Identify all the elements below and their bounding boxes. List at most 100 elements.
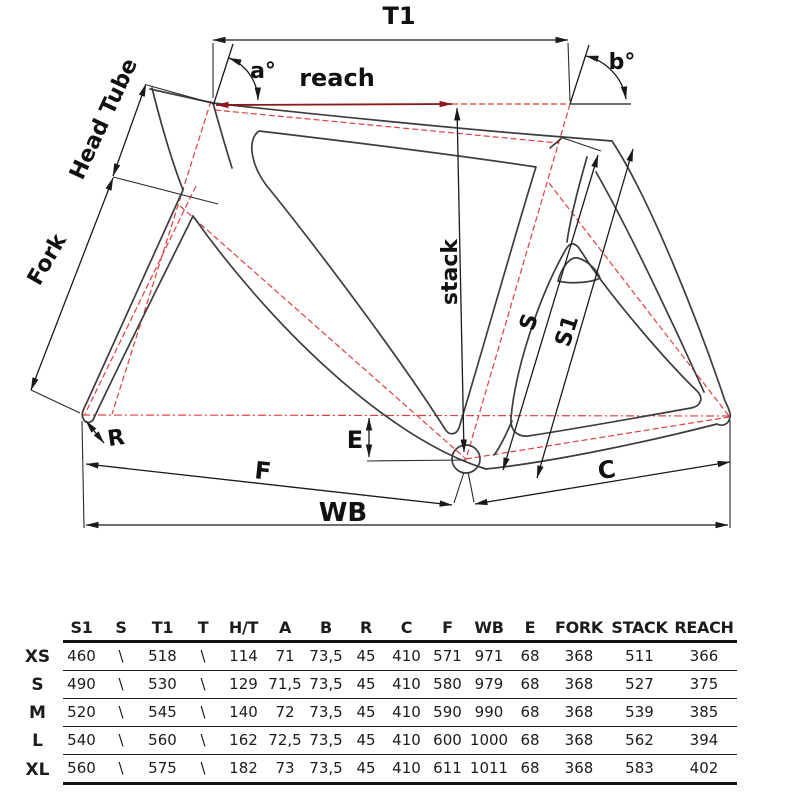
angle-b-ray [569, 44, 590, 105]
angle-a-ray [213, 43, 234, 104]
size-label: L [32, 730, 43, 751]
table-cell: \ [100, 671, 142, 699]
seat-tube-axis [465, 103, 571, 460]
table-cell: 545 [142, 699, 183, 727]
seat-tube-s1-dimension [536, 148, 634, 479]
table-cell: 979 [468, 671, 510, 699]
table-cell: \ [183, 643, 223, 671]
bb-extension-f [453, 471, 465, 504]
column-header: WB [468, 616, 510, 643]
table-cell: 571 [427, 643, 468, 671]
column-header: T1 [142, 616, 183, 643]
table-cell: \ [100, 643, 142, 671]
table-cell: 511 [608, 643, 671, 671]
angle-a-label: a° [250, 59, 276, 84]
front-axle-extension [81, 420, 85, 529]
bb-drop-label: E [347, 426, 363, 454]
table-cell: 600 [427, 727, 468, 755]
rake-dimension [85, 420, 105, 444]
table-cell: 73,5 [306, 727, 346, 755]
column-header: C [386, 616, 427, 643]
table-cell: \ [183, 699, 223, 727]
main-triangle-window [251, 130, 537, 435]
table-cell: 410 [386, 727, 427, 755]
stack-label: stack [438, 238, 463, 305]
table-cell: 490 [63, 671, 100, 699]
table-cell: 73,5 [306, 643, 346, 671]
column-header: H/T [223, 616, 264, 643]
headtube-top-extension [146, 84, 216, 105]
table-cell: \ [183, 755, 223, 785]
table-cell: 583 [608, 755, 671, 785]
table-cell: 366 [671, 643, 737, 671]
table-cell: 410 [386, 643, 427, 671]
axis-skeleton-red-lines [81, 100, 731, 460]
front-center-dimension [85, 462, 453, 507]
head-tube-front-edge [151, 87, 184, 191]
table-cell: 129 [223, 671, 264, 699]
headtube-bottom-extension [112, 176, 219, 205]
table-cell: 182 [223, 755, 264, 785]
table-cell: 45 [346, 671, 386, 699]
table-cell: \ [100, 699, 142, 727]
table-cell: 394 [671, 727, 737, 755]
table-cell: 114 [223, 643, 264, 671]
top-tube-axis [214, 109, 559, 144]
table-cell: 71,5 [264, 671, 306, 699]
table-cell: 560 [63, 755, 100, 785]
wheelbase-label: WB [319, 498, 368, 528]
extension-lines [30, 42, 731, 529]
column-header: R [346, 616, 386, 643]
table-cell: 73,5 [306, 671, 346, 699]
s1-label: S1 [551, 312, 584, 349]
table-cell: 368 [550, 643, 608, 671]
down-tube-lower-edge [192, 215, 487, 470]
table-cell: 590 [427, 699, 468, 727]
table-cell: 611 [427, 755, 468, 785]
table-cell: 971 [468, 643, 510, 671]
size-column-header [12, 618, 63, 642]
t1-label: T1 [382, 2, 415, 30]
table-cell: 368 [550, 671, 608, 699]
chainstay-label: C [596, 455, 618, 485]
table-cell: 368 [550, 727, 608, 755]
rake-label: R [106, 425, 126, 452]
column-header: T [183, 616, 223, 643]
table-cell: 375 [671, 671, 737, 699]
table-cell: 45 [346, 755, 386, 785]
seat-tube-dimension [502, 154, 599, 471]
fork-dimension [30, 177, 114, 391]
s-label: S [515, 311, 544, 334]
stack-dimension [454, 107, 467, 453]
size-label: S [31, 674, 44, 695]
fork-blade [81, 189, 194, 424]
table-cell: 460 [63, 643, 100, 671]
table-cell: 45 [346, 643, 386, 671]
table-cell: \ [183, 671, 223, 699]
table-cell: 990 [468, 699, 510, 727]
table-cell: 72,5 [264, 727, 306, 755]
column-header: F [427, 616, 468, 643]
table-cell: 368 [550, 699, 608, 727]
steering-axis [111, 100, 212, 415]
column-header: S1 [63, 616, 100, 643]
angle-b-arc [585, 55, 628, 100]
table-cell: 410 [386, 671, 427, 699]
column-header: REACH [671, 616, 737, 643]
table-cell: 68 [510, 643, 550, 671]
table-cell: 402 [671, 755, 737, 785]
size-label: M [29, 702, 46, 723]
table-cell: 162 [223, 727, 264, 755]
column-header: STACK [608, 616, 671, 643]
table-cell: 1011 [468, 755, 510, 785]
table-cell: 562 [608, 727, 671, 755]
table-cell: \ [100, 727, 142, 755]
table-cell: 530 [142, 671, 183, 699]
column-header: B [306, 616, 346, 643]
seat-cluster-top [549, 136, 613, 149]
